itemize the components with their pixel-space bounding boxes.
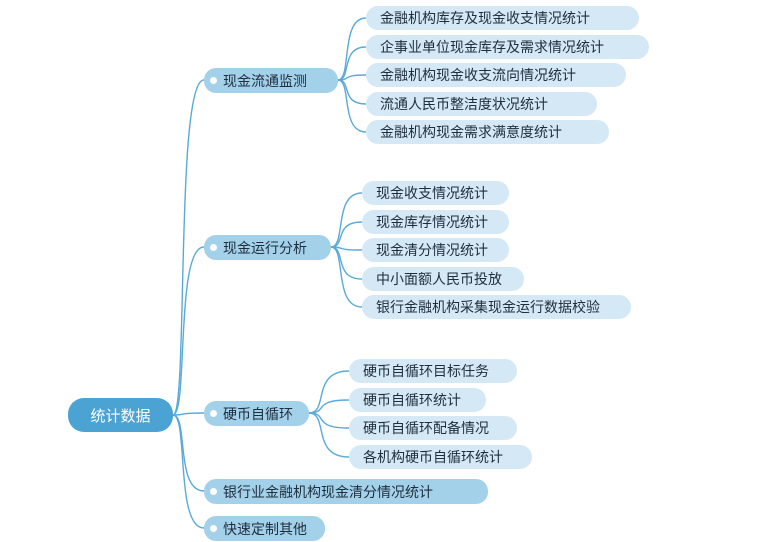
branch-bullet-icon bbox=[210, 525, 217, 532]
root-node[interactable]: 统计数据 bbox=[68, 398, 173, 432]
leaf-label: 现金收支情况统计 bbox=[376, 186, 488, 202]
leaf-label: 中小面额人民币投放 bbox=[376, 272, 502, 288]
leaf-node[interactable]: 金融机构库存及现金收支情况统计 bbox=[366, 6, 639, 30]
connector-line bbox=[330, 246, 363, 280]
branch-label: 银行业金融机构现金清分情况统计 bbox=[223, 484, 433, 501]
branch-label: 快速定制其他 bbox=[223, 521, 307, 538]
connector-line bbox=[172, 414, 205, 529]
root-node-label: 统计数据 bbox=[90, 406, 151, 425]
connector-line bbox=[172, 412, 205, 416]
branch-node-bank-sorting[interactable]: 银行业金融机构现金清分情况统计 bbox=[204, 479, 488, 504]
leaf-node[interactable]: 银行金融机构采集现金运行数据校验 bbox=[362, 295, 631, 319]
connector-line bbox=[172, 414, 205, 492]
connector-line bbox=[308, 412, 350, 458]
connector-line bbox=[330, 246, 363, 308]
connector-line bbox=[337, 17, 367, 81]
leaf-label: 流通人民币整洁度状况统计 bbox=[380, 97, 548, 113]
branch-bullet-icon bbox=[210, 410, 217, 417]
leaf-node[interactable]: 现金收支情况统计 bbox=[362, 181, 509, 205]
leaf-node[interactable]: 金融机构现金收支流向情况统计 bbox=[366, 63, 626, 87]
leaf-node[interactable]: 硬币自循环统计 bbox=[349, 388, 486, 412]
connector-line bbox=[308, 399, 350, 414]
connector-line bbox=[337, 46, 367, 81]
leaf-node[interactable]: 金融机构现金需求满意度统计 bbox=[366, 120, 609, 144]
leaf-label: 现金清分情况统计 bbox=[376, 243, 488, 259]
leaf-node[interactable]: 现金库存情况统计 bbox=[362, 210, 509, 234]
connector-line bbox=[308, 370, 350, 414]
branch-label: 现金运行分析 bbox=[223, 240, 307, 257]
leaf-label: 各机构硬币自循环统计 bbox=[363, 450, 503, 466]
leaf-node[interactable]: 中小面额人民币投放 bbox=[362, 267, 524, 291]
branch-label: 硬币自循环 bbox=[223, 406, 293, 423]
leaf-label: 硬币自循环配备情况 bbox=[363, 421, 489, 437]
connector-line bbox=[172, 246, 205, 416]
leaf-label: 银行金融机构采集现金运行数据校验 bbox=[376, 300, 600, 316]
leaf-node[interactable]: 硬币自循环配备情况 bbox=[349, 416, 517, 440]
leaf-node[interactable]: 硬币自循环目标任务 bbox=[349, 359, 517, 383]
connector-line bbox=[330, 221, 363, 248]
leaf-node[interactable]: 现金清分情况统计 bbox=[362, 238, 509, 262]
leaf-label: 现金库存情况统计 bbox=[376, 215, 488, 231]
leaf-node[interactable]: 企事业单位现金库存及需求情况统计 bbox=[366, 35, 649, 59]
branch-node-coin-recycling[interactable]: 硬币自循环 bbox=[204, 401, 309, 426]
leaf-label: 金融机构库存及现金收支情况统计 bbox=[380, 11, 590, 27]
leaf-label: 金融机构现金需求满意度统计 bbox=[380, 125, 562, 141]
leaf-label: 硬币自循环统计 bbox=[363, 393, 461, 409]
branch-bullet-icon bbox=[210, 77, 217, 84]
branch-bullet-icon bbox=[210, 488, 217, 495]
connector-line bbox=[337, 79, 367, 133]
connector-line bbox=[172, 79, 205, 416]
branch-node-custom-other[interactable]: 快速定制其他 bbox=[204, 516, 325, 541]
leaf-label: 金融机构现金收支流向情况统计 bbox=[380, 68, 576, 84]
connector-line bbox=[330, 192, 363, 248]
branch-node-cash-circulation[interactable]: 现金流通监测 bbox=[204, 68, 338, 93]
leaf-node[interactable]: 各机构硬币自循环统计 bbox=[349, 445, 532, 469]
leaf-label: 硬币自循环目标任务 bbox=[363, 364, 489, 380]
branch-bullet-icon bbox=[210, 244, 217, 251]
leaf-label: 企事业单位现金库存及需求情况统计 bbox=[380, 40, 604, 56]
branch-label: 现金流通监测 bbox=[223, 73, 307, 90]
leaf-node[interactable]: 流通人民币整洁度状况统计 bbox=[366, 92, 597, 116]
connector-line bbox=[308, 412, 350, 429]
branch-node-cash-operation[interactable]: 现金运行分析 bbox=[204, 235, 331, 260]
